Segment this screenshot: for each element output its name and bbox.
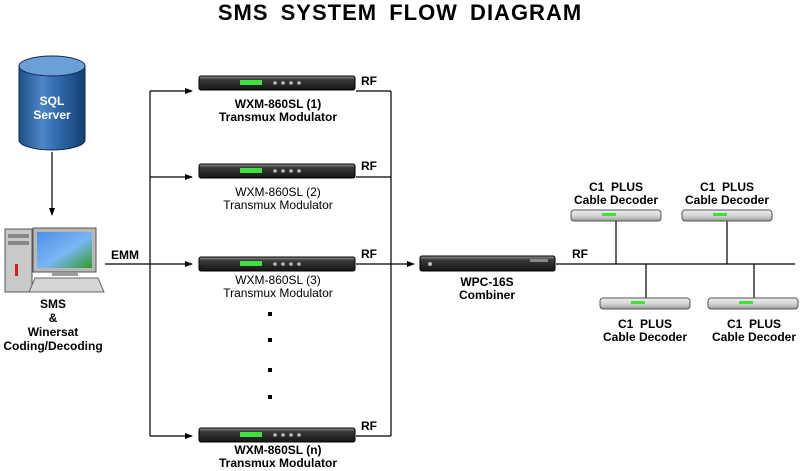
decoder-3-label: C1 PLUS Cable Decoder: [603, 318, 687, 344]
modulator-2-label: WXM-860SL (2) Transmux Modulator: [223, 186, 333, 212]
page-title: SMS SYSTEM FLOW DIAGRAM: [217, 0, 583, 25]
modulator-1-type: Transmux Modulator: [218, 110, 338, 124]
rf-label-output: RF: [572, 247, 588, 261]
decoder-4-line1: C1 PLUS: [726, 317, 781, 331]
decoder-1-label: C1 PLUS Cable Decoder: [574, 181, 658, 207]
modulator-n-model: WXM-860SL (n): [234, 443, 322, 457]
sms-label-line1: SMS: [39, 297, 67, 311]
decoder-1-line1: C1 PLUS: [588, 180, 643, 194]
modulator-n-label: WXM-860SL (n) Transmux Modulator: [219, 444, 337, 470]
decoder-1-device-icon: [570, 209, 662, 222]
more-modulators-ellipsis: [268, 312, 272, 399]
combiner-device-icon: [419, 255, 556, 272]
decoder-2-line1: C1 PLUS: [699, 180, 754, 194]
sms-label-line3: Winersat: [27, 325, 79, 339]
emm-label: EMM: [111, 248, 139, 262]
decoder-1-line2: Cable Decoder: [573, 193, 659, 207]
combiner-label: WPC-16S Combiner: [459, 276, 515, 302]
modulator-1-model: WXM-860SL (1): [234, 97, 322, 111]
rf-label-1: RF: [361, 74, 377, 88]
decoder-2-line2: Cable Decoder: [684, 193, 770, 207]
modulator-3-label: WXM-860SL (3) Transmux Modulator: [223, 274, 333, 300]
decoder-4-line2: Cable Decoder: [711, 330, 797, 344]
pc-workstation-icon: [4, 227, 105, 293]
decoder-3-line1: C1 PLUS: [617, 317, 672, 331]
modulator-3-device-icon: [198, 256, 356, 272]
modulator-2-type: Transmux Modulator: [223, 198, 333, 212]
decoder-4-device-icon: [707, 297, 799, 310]
rf-label-3: RF: [361, 247, 377, 261]
modulator-2-model: WXM-860SL (2): [235, 185, 321, 199]
modulator-2-device-icon: [198, 163, 356, 179]
modulator-n-device-icon: [198, 427, 356, 443]
decoder-2-label: C1 PLUS Cable Decoder: [685, 181, 769, 207]
modulator-n-type: Transmux Modulator: [218, 456, 338, 470]
decoder-3-line2: Cable Decoder: [602, 330, 688, 344]
combiner-model: WPC-16S: [460, 275, 514, 289]
rf-label-n: RF: [361, 419, 377, 433]
database-label: SQL Server: [33, 94, 70, 122]
modulator-3-model: WXM-860SL (3): [235, 273, 321, 287]
decoder-3-device-icon: [599, 297, 691, 310]
database-cylinder-icon: [18, 55, 86, 151]
database-label-line1: SQL: [39, 94, 65, 108]
sms-label-line4: Coding/Decoding: [3, 339, 103, 353]
combiner-type: Combiner: [458, 288, 516, 302]
sms-label-line2: &: [48, 311, 58, 325]
database-label-line2: Server: [33, 108, 71, 122]
modulator-1-device-icon: [198, 75, 356, 91]
decoder-2-device-icon: [681, 209, 773, 222]
decoder-4-label: C1 PLUS Cable Decoder: [712, 318, 796, 344]
rf-label-2: RF: [361, 159, 377, 173]
modulator-3-type: Transmux Modulator: [223, 286, 333, 300]
sms-station-label: SMS & Winersat Coding/Decoding: [3, 297, 102, 353]
modulator-1-label: WXM-860SL (1) Transmux Modulator: [219, 98, 337, 124]
